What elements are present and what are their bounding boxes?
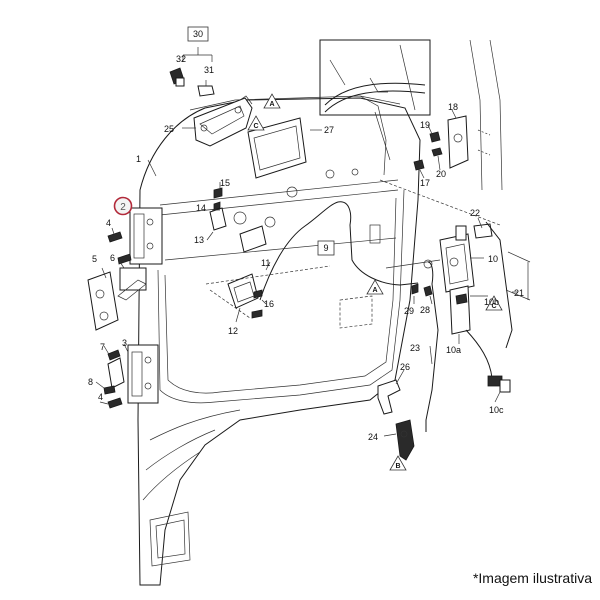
part-label: 31 bbox=[204, 65, 214, 75]
part-label: 18 bbox=[448, 102, 458, 112]
part-label: 28 bbox=[420, 305, 430, 315]
part-label: 6 bbox=[110, 253, 115, 263]
boxed-label-9: 9 bbox=[317, 240, 335, 256]
part-label: 13 bbox=[194, 235, 204, 245]
part-labels: 32 31 1 25 27 19 18 15 4 14 13 16 11 12 … bbox=[88, 54, 524, 442]
svg-text:A: A bbox=[372, 287, 377, 294]
part-label: 20 bbox=[436, 169, 446, 179]
part-label: 10 bbox=[488, 254, 498, 264]
svg-text:B: B bbox=[395, 463, 400, 470]
triangle-mark-a-top: A bbox=[263, 93, 281, 109]
part-label: 23 bbox=[410, 343, 420, 353]
part-label: 3 bbox=[122, 338, 127, 348]
inner-handle-mechanism bbox=[205, 187, 419, 319]
svg-text:C: C bbox=[491, 303, 496, 310]
hinge-upper bbox=[87, 207, 163, 331]
cab-side bbox=[469, 39, 503, 191]
part-label: 8 bbox=[88, 377, 93, 387]
part-label: 27 bbox=[324, 125, 334, 135]
triangle-mark-c-right: C bbox=[485, 295, 503, 311]
triangle-mark-c-top: C bbox=[247, 115, 265, 131]
part-label: 4 bbox=[98, 392, 103, 402]
part-label: 11 bbox=[261, 258, 270, 268]
svg-text:A: A bbox=[269, 101, 274, 108]
svg-text:9: 9 bbox=[323, 243, 328, 253]
svg-text:2: 2 bbox=[120, 202, 126, 213]
part-label: 10b bbox=[484, 297, 499, 307]
triangle-mark-b: B bbox=[389, 455, 407, 471]
hinge-lower bbox=[103, 344, 159, 409]
part-label: 16 bbox=[264, 299, 274, 309]
detail-inset bbox=[319, 39, 431, 161]
part-label: 5 bbox=[92, 254, 97, 264]
svg-text:C: C bbox=[253, 123, 258, 130]
part-label: 1 bbox=[136, 154, 141, 164]
part-label: 29 bbox=[404, 306, 414, 316]
part-label: 24 bbox=[368, 432, 378, 442]
part-label: 25 bbox=[164, 124, 174, 134]
part-label: 4 bbox=[106, 218, 111, 228]
part-label: 7 bbox=[100, 342, 105, 352]
part-label: 10a bbox=[446, 345, 461, 355]
part-label: 32 bbox=[176, 54, 186, 64]
outer-handle-assembly bbox=[169, 47, 307, 179]
part-label: 17 bbox=[420, 178, 430, 188]
part-label: 19 bbox=[420, 120, 430, 130]
part-label: 21 bbox=[514, 288, 524, 298]
door-panel bbox=[137, 95, 421, 586]
part-label: 12 bbox=[228, 326, 238, 336]
leader-lines bbox=[95, 109, 518, 437]
part-label: 15 bbox=[220, 178, 230, 188]
illustration-disclaimer: *Imagem ilustrativa bbox=[472, 570, 592, 586]
part-label: 26 bbox=[400, 362, 410, 372]
part-label: 10c bbox=[489, 405, 504, 415]
door-lock-assembly bbox=[377, 115, 531, 461]
svg-text:30: 30 bbox=[193, 29, 203, 39]
part-label: 22 bbox=[470, 208, 480, 218]
boxed-label-30: 30 bbox=[187, 26, 209, 42]
triangle-mark-a-mid: A bbox=[366, 279, 384, 295]
highlight-marker-2: 2 bbox=[113, 196, 133, 216]
part-label: 14 bbox=[196, 203, 206, 213]
